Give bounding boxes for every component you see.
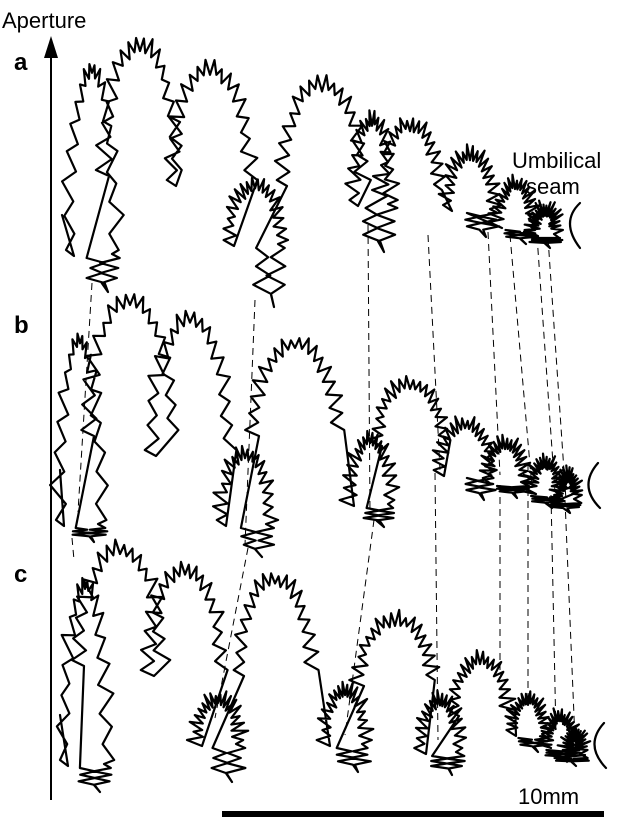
panel-label-b: b <box>14 312 29 339</box>
umbilical-seam-arc-c <box>594 723 606 768</box>
scale-bar-label: 10mm <box>518 784 579 809</box>
correlation-line <box>537 236 555 492</box>
umbilical-label-line2: seam <box>526 174 580 199</box>
suture-c-path <box>57 540 590 792</box>
suture-line-c <box>57 540 590 792</box>
suture-b-path <box>50 294 582 557</box>
correlation-line <box>551 495 556 735</box>
panel-label-c: c <box>14 561 27 588</box>
umbilical-seam-arc-b <box>588 463 600 508</box>
suture-a-path <box>62 38 563 307</box>
umbilical-seam-arc-a <box>570 203 580 248</box>
correlation-line <box>368 225 370 515</box>
suture-line-a <box>62 38 563 307</box>
umbilical-label-line1: Umbilical <box>512 148 601 173</box>
correlation-line <box>565 500 575 740</box>
correlation-line <box>72 538 74 560</box>
correlation-line <box>548 238 566 500</box>
suture-line-b <box>50 294 582 557</box>
correlation-line <box>245 300 255 545</box>
aperture-label: Aperture <box>2 8 86 33</box>
correlation-line <box>488 232 500 475</box>
aperture-arrowhead-icon <box>44 36 58 58</box>
panel-label-a: a <box>14 49 28 76</box>
